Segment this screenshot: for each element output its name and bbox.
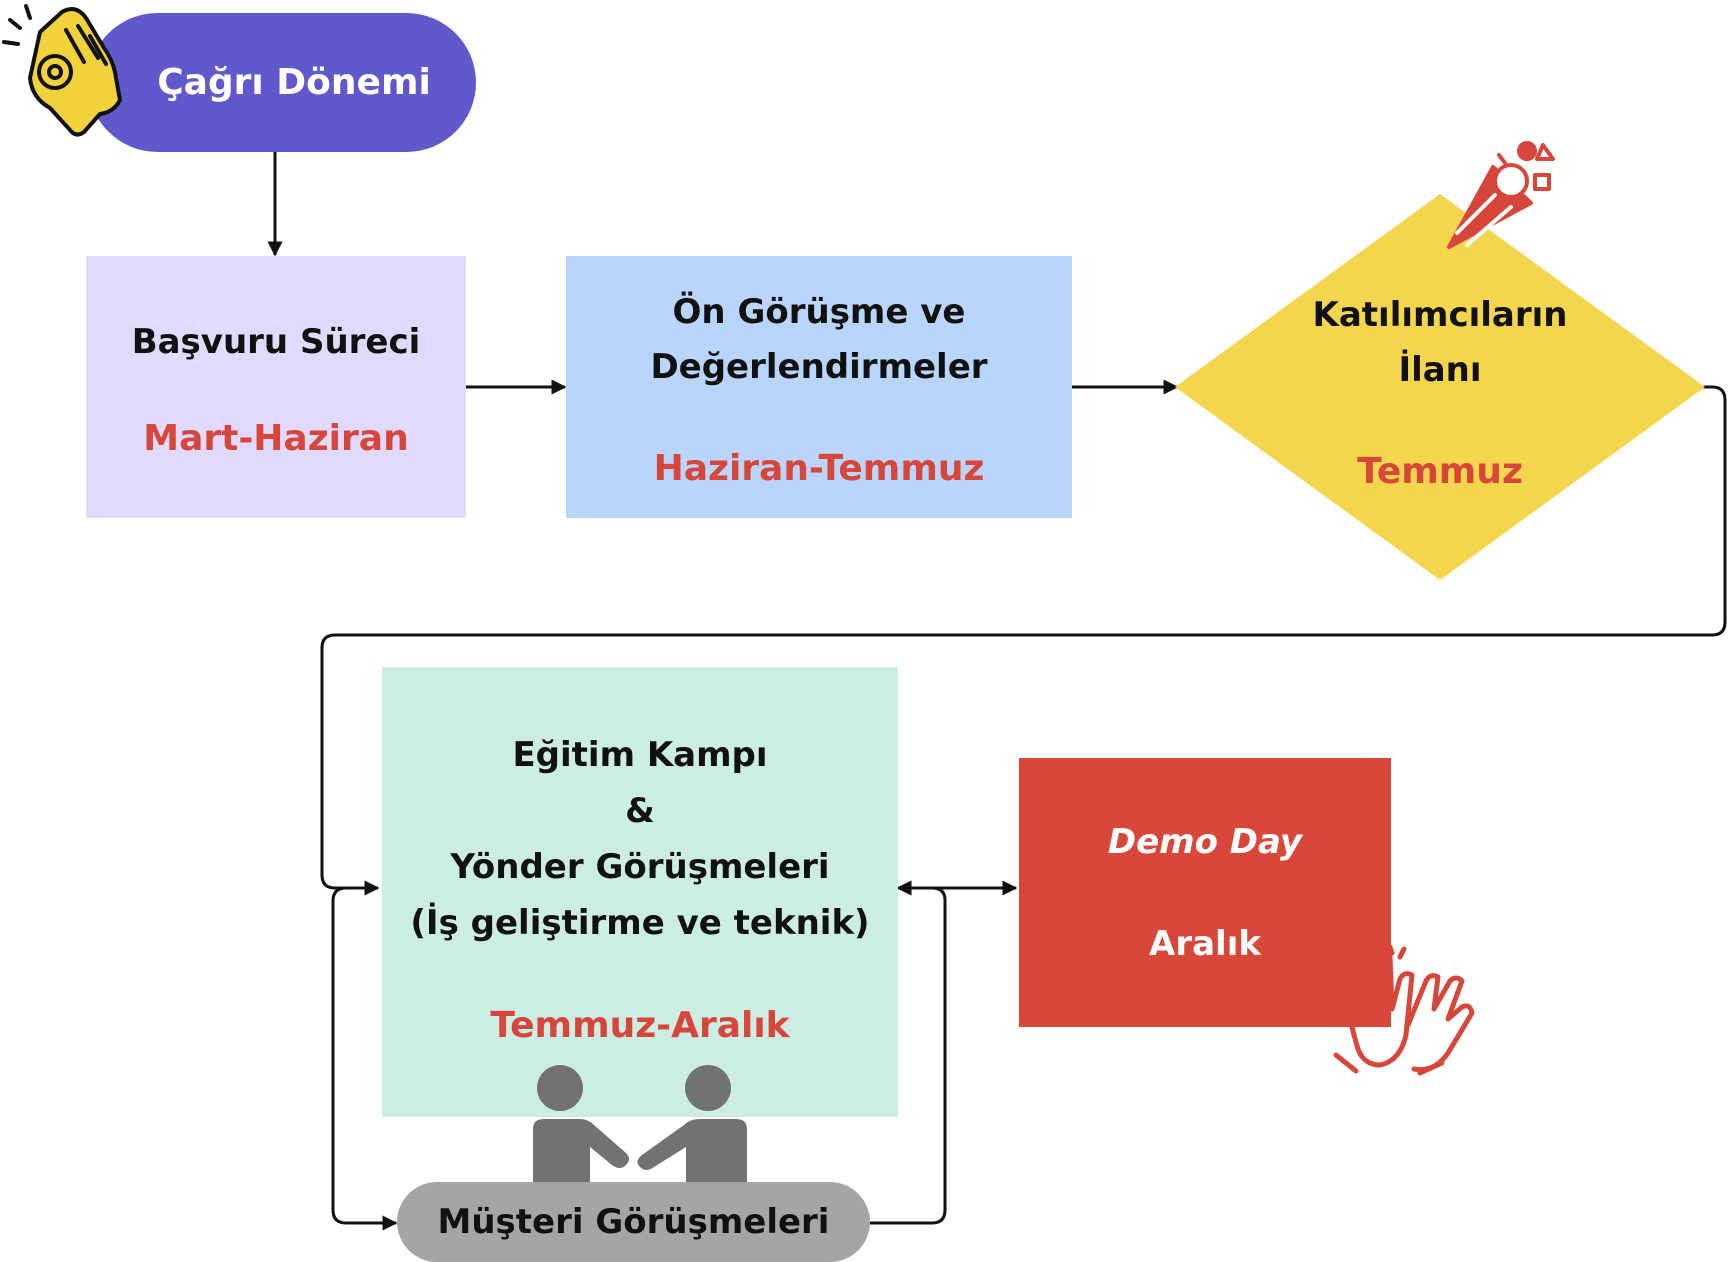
step-application: Başvuru Süreci Mart-Haziran (86, 256, 466, 518)
step-pre-interview-period: Haziran-Temmuz (653, 447, 985, 489)
step-announcement-diamond (1175, 194, 1705, 580)
start-label: Çağrı Dönemi (157, 62, 431, 103)
arrow-customer-to-bootcamp (870, 880, 947, 1225)
arrow-bootcamp-to-customer (331, 886, 398, 1231)
high-five-icon (1333, 945, 1475, 1076)
step-announcement: Katılımcıların İlanı Temmuz (1275, 280, 1605, 500)
step-announcement-title-line2: İlanı (1398, 349, 1482, 390)
step-application-period: Mart-Haziran (143, 417, 409, 459)
ok-hand-icon (2, 4, 122, 137)
step-pre-interview-title-line2: Değerlendirmeler (650, 346, 988, 387)
bootcamp-period: Temmuz-Aralık (490, 1005, 790, 1046)
step-application-title: Başvuru Süreci (131, 322, 421, 363)
customer-meetings-pill: Müşteri Görüşmeleri (397, 1182, 870, 1262)
step-pre-interview-title-line1: Ön Görüşme ve (672, 292, 966, 333)
start-pill-call-period: Çağrı Dönemi (88, 13, 476, 152)
demo-title: Demo Day (1107, 821, 1303, 862)
step-pre-interview: Ön Görüşme ve Değerlendirmeler Haziran-T… (566, 256, 1072, 518)
bootcamp-line3: Yönder Görüşmeleri (450, 847, 830, 887)
flower-bouquet-icon (1447, 141, 1555, 249)
arrow-announcement-to-bootcamp (320, 385, 1727, 896)
step-announcement-period: Temmuz (1357, 450, 1523, 492)
bootcamp-line2: & (625, 791, 655, 831)
step-demo-day: Demo Day Aralık (1019, 758, 1391, 1027)
step-bootcamp: Eğitim Kampı & Yönder Görüşmeleri (İş ge… (382, 667, 898, 1117)
bootcamp-line4: (İş geliştirme ve teknik) (410, 903, 870, 943)
bootcamp-line1: Eğitim Kampı (512, 735, 768, 775)
step-announcement-title-line1: Katılımcıların (1312, 295, 1568, 336)
demo-period: Aralık (1149, 923, 1261, 964)
customer-label: Müşteri Görüşmeleri (437, 1202, 830, 1242)
